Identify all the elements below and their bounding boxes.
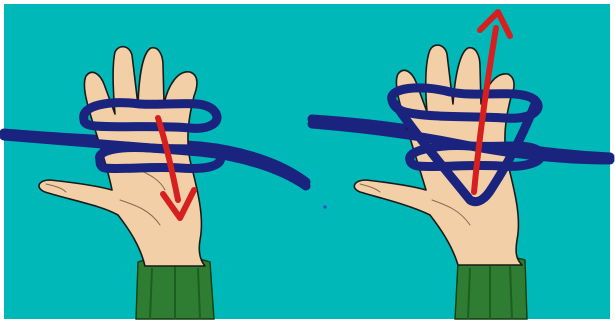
center-dot — [323, 205, 327, 209]
up-arrow-icon — [471, 9, 513, 195]
right-sleeve — [454, 256, 528, 320]
left-panel — [0, 45, 311, 320]
left-sleeve — [135, 257, 215, 320]
cord-right-front — [307, 119, 615, 165]
cord-left-loop-upper — [79, 98, 222, 133]
down-arrow-icon — [155, 115, 197, 221]
right-panel — [307, 9, 615, 320]
cord-left-front — [0, 131, 311, 191]
